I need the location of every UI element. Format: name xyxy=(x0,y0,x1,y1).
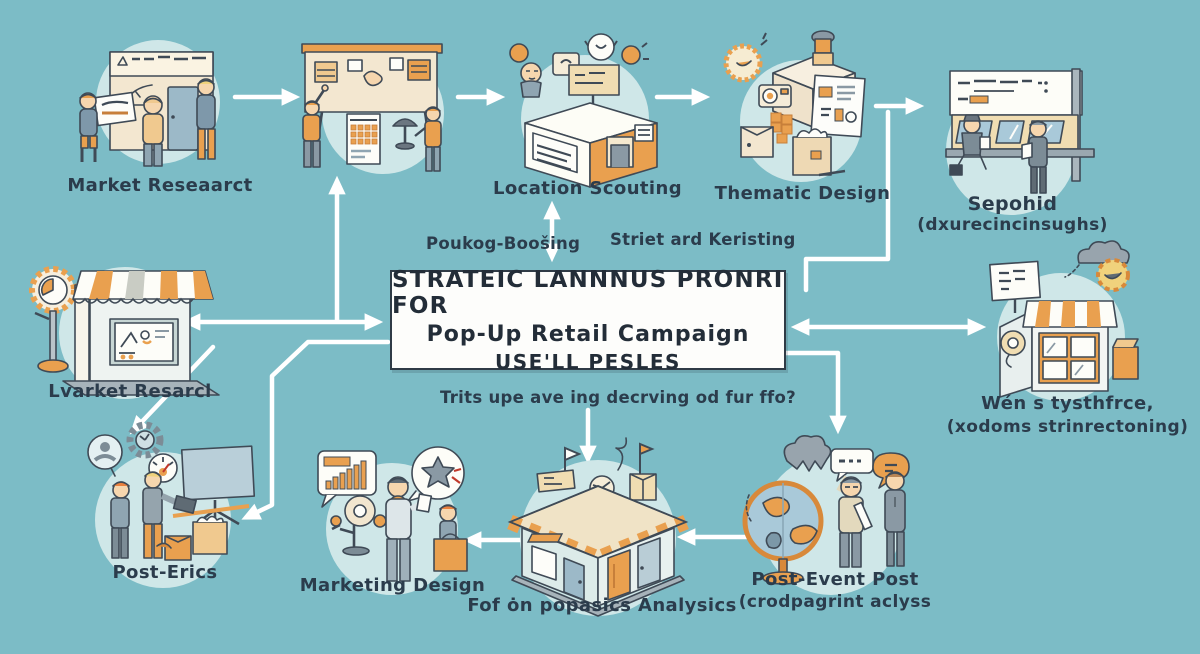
storm-cloud xyxy=(783,435,832,472)
striped-awning xyxy=(72,270,214,304)
awning-shop-icon xyxy=(29,266,220,396)
person-bubble xyxy=(87,434,123,477)
star-bubble xyxy=(407,446,465,502)
shopping-bag xyxy=(1112,338,1139,380)
workers xyxy=(302,84,442,172)
node-label-wen-tysthfrce: Wén s tysthfrce, xyxy=(981,393,1154,414)
node-thematic-design: Thematic Design xyxy=(715,25,890,210)
node-sublabel-wen-tysthfrce: (xodoms strinrectoning) xyxy=(946,417,1189,437)
node-planning-board xyxy=(290,30,470,190)
promo-sign xyxy=(989,260,1041,313)
storefront xyxy=(109,51,214,151)
presenter xyxy=(385,476,433,582)
waiting-people xyxy=(949,114,1048,194)
label-striet-ard-keristing: Striet ard Keristing xyxy=(610,230,796,249)
node-post-event: Post-Event Post (crodpagrint aclyss xyxy=(735,425,935,625)
stamp-tool xyxy=(811,30,835,66)
shop-megaphone-icon xyxy=(989,240,1139,398)
node-label-post-event: Post-Event Post xyxy=(751,569,919,590)
cloud-sun-burst xyxy=(1064,240,1130,292)
design-box-icon xyxy=(723,30,866,177)
node-sepohid: Sepohid (dxurecincinsughs) xyxy=(917,55,1108,245)
storefront-survey-icon xyxy=(79,51,216,167)
whiteboard xyxy=(172,445,256,528)
striped-awning xyxy=(1022,300,1118,328)
label-poukog-boosing: Poukog-Boošing xyxy=(426,234,581,253)
chat-bubbles xyxy=(830,448,910,489)
node-marketing-design: Marketing Design xyxy=(300,425,485,610)
p-sign xyxy=(330,495,387,556)
handshake-booth-icon xyxy=(87,421,256,561)
street-clock xyxy=(29,266,77,373)
gear xyxy=(126,421,164,459)
node-lvarket-resarcl: Lvarket Resarcl xyxy=(15,235,230,410)
scout-people xyxy=(509,43,542,98)
node-label-market-research: Market Reseaarct xyxy=(67,175,253,196)
window-grid xyxy=(1038,332,1100,384)
celebrating-people xyxy=(836,471,906,568)
handshake-people xyxy=(110,471,197,559)
mini-awning xyxy=(526,533,564,543)
node-label-sepohid: Sepohid xyxy=(967,193,1058,215)
base-platform xyxy=(62,380,220,396)
tile-swatches xyxy=(770,112,793,144)
node-label-lvarket-resarcl: Lvarket Resarcl xyxy=(48,381,212,402)
floor-lamp xyxy=(392,118,418,150)
node-label-location-scouting: Location Scouting xyxy=(493,178,682,199)
calendar xyxy=(346,113,381,165)
node-sublabel-sepohid: (dxurecincinsughs) xyxy=(917,215,1108,235)
globe-people-icon xyxy=(742,435,910,585)
kiosk-lightbulb-icon xyxy=(509,33,658,188)
idea-bulbs xyxy=(584,33,649,65)
chart-bubble xyxy=(317,450,377,508)
node-store-analysis: Fof ȯn popasics Analysics xyxy=(467,430,736,625)
node-label-marketing-design: Marketing Design xyxy=(299,575,486,596)
label-trits-question: Trits upe ave ing decrving od fur ffo? xyxy=(440,388,796,407)
mood-board xyxy=(301,43,443,133)
shop-front xyxy=(999,300,1118,398)
node-market-research: Market Reseaarct xyxy=(40,25,280,205)
isometric-store-icon xyxy=(507,437,689,617)
node-label-post-erics: Post-Erics xyxy=(112,562,218,583)
node-post-erics: Post-Erics xyxy=(65,420,265,600)
strategy-title-line2: Pop-Up Retail Campaign xyxy=(426,321,750,347)
node-wen-tysthfrce: Wén s tysthfrce, (xodoms strinrectoning) xyxy=(947,235,1188,450)
strategy-title-line3: USE'LL PESLES xyxy=(495,349,681,374)
camera xyxy=(758,84,792,108)
prop-crates xyxy=(740,126,846,177)
shop-building xyxy=(72,270,214,386)
signboard-people-icon xyxy=(945,68,1095,194)
node-label-thematic-design: Thematic Design xyxy=(714,183,891,204)
sun-clock xyxy=(723,32,768,83)
strategy-title-line1: STRATEIC LANNNUS PRONRI FOR xyxy=(392,266,784,319)
shopper-kid xyxy=(433,504,468,572)
crates xyxy=(156,515,228,561)
planning-board-icon xyxy=(301,43,443,172)
globe xyxy=(742,480,824,585)
node-label-store-analysis: Fof ȯn popasics Analysics xyxy=(467,595,737,616)
node-location-scouting: Location Scouting xyxy=(493,25,682,205)
node-sublabel-post-event: (crodpagrint aclyss xyxy=(738,592,932,612)
kiosk xyxy=(524,102,658,188)
central-strategy-box: STRATEIC LANNNUS PRONRI FOR Pop-Up Retai… xyxy=(390,266,786,374)
survey-people xyxy=(79,78,216,167)
roof-billboard xyxy=(552,52,620,109)
store-body xyxy=(511,527,685,617)
presenter-bubbles-icon xyxy=(317,446,468,582)
concept-poster xyxy=(810,74,866,138)
